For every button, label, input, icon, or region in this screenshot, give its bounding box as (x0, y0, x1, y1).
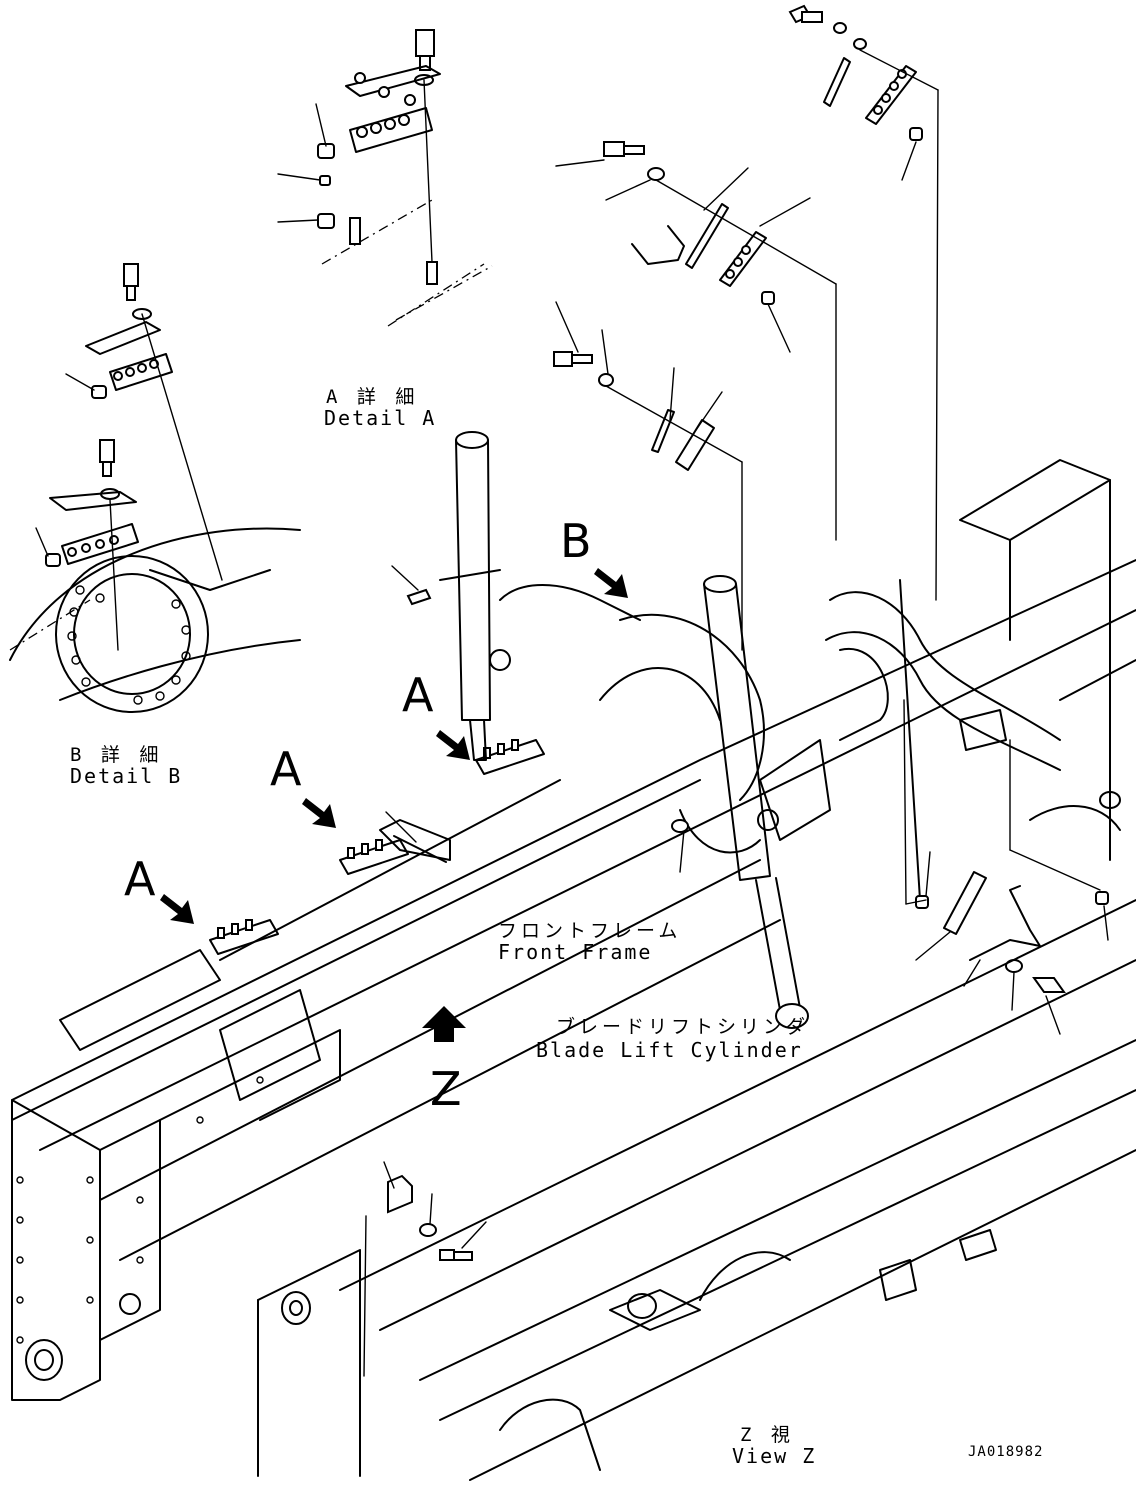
detail-b-parts-lower (903, 699, 1109, 1035)
direction-arrows (160, 568, 628, 1042)
marker-a-lower: A (124, 852, 156, 906)
arrow-a-middle (302, 798, 336, 828)
marker-a-upper: A (402, 668, 434, 722)
detail-b-drawing (9, 263, 301, 713)
front-frame-drawing (11, 559, 1136, 1401)
detail-b-title-jp: B 詳 細 (70, 744, 163, 766)
marker-a-middle: A (270, 742, 302, 796)
rear-frame-right (825, 459, 1136, 901)
detail-b-title-en: Detail B (70, 764, 183, 788)
detail-a-drawing (277, 29, 493, 327)
arrow-a-upper (436, 730, 470, 760)
circle-drawbar (489, 584, 831, 854)
arrow-z (422, 1006, 466, 1042)
front-frame-label-jp: フロントフレーム (498, 920, 682, 942)
blade-lift-cylinder-label-jp: ブレードリフトシリンダ (556, 1016, 810, 1038)
flange-bolt-holes (67, 585, 191, 705)
figure-code: JA018982 (968, 1444, 1044, 1460)
detail-a-title-en: Detail A (324, 406, 437, 430)
arrow-a-lower (160, 894, 194, 924)
blade-lift-cylinder-right (703, 575, 809, 1029)
detail-a-title-jp: A 詳 細 (326, 386, 419, 408)
view-z-title-en: View Z (732, 1444, 817, 1468)
arrow-b (594, 568, 628, 598)
detail-b-parts-upper (553, 4, 939, 651)
marker-z: Z (430, 1062, 462, 1116)
leader-lines (385, 565, 689, 873)
frame-bolts (16, 1076, 264, 1344)
blade-lift-cylinder-label-en: Blade Lift Cylinder (536, 1038, 803, 1062)
blade-lift-cylinder-left (439, 431, 501, 761)
view-z-drawing (257, 899, 1136, 1481)
clamp-bolts (217, 739, 519, 939)
view-z-title-jp: Z 視 (740, 1424, 794, 1446)
front-frame-label-en: Front Frame (498, 940, 653, 964)
marker-b: B (560, 514, 592, 568)
